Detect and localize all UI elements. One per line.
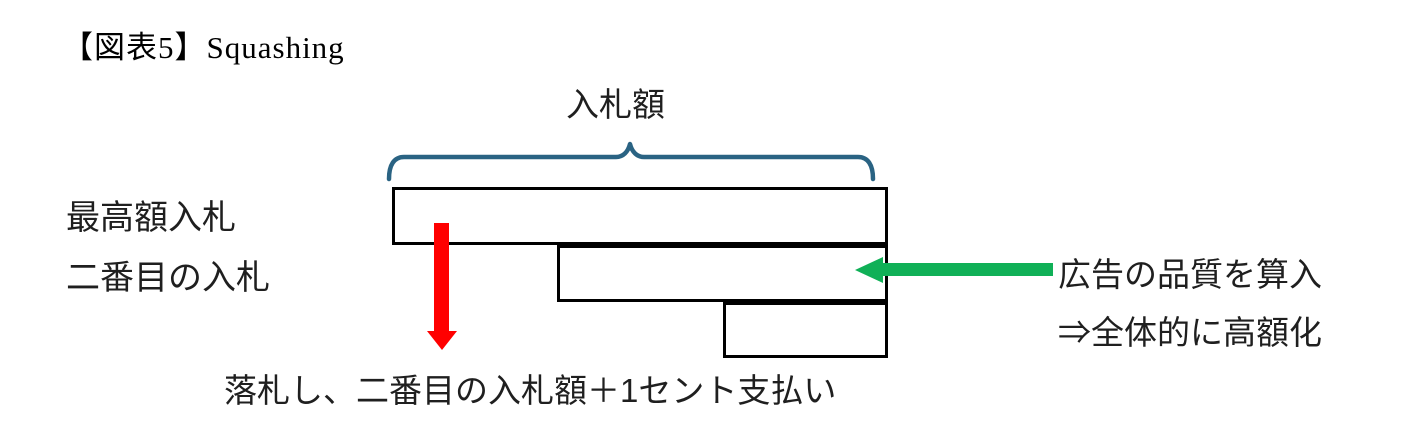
highest-bid-bar (392, 187, 888, 245)
left-arrow-shaft (881, 263, 1053, 276)
down-arrow-icon (427, 223, 457, 350)
bid-amount-label: 入札額 (566, 86, 665, 123)
down-arrow-shaft (434, 223, 449, 332)
quality-note-line2: ⇒全体的に高額化 (1058, 314, 1322, 351)
left-arrow-head (855, 257, 883, 283)
left-arrow-icon (855, 257, 1053, 283)
horizontal-brace-icon (386, 141, 876, 182)
brace-path (386, 141, 876, 182)
down-arrow-head (427, 331, 457, 350)
highest-bid-label: 最高額入札 (66, 199, 236, 237)
second-bid-label: 二番目の入札 (66, 259, 270, 297)
second-bid-bar (557, 245, 888, 302)
figure-title: 【図表5】Squashing (62, 30, 345, 65)
quality-note-line1: 広告の品質を算入 (1058, 256, 1322, 293)
payment-note: 落札し、二番目の入札額＋1セント支払い (224, 372, 837, 409)
third-bid-bar (723, 302, 888, 358)
